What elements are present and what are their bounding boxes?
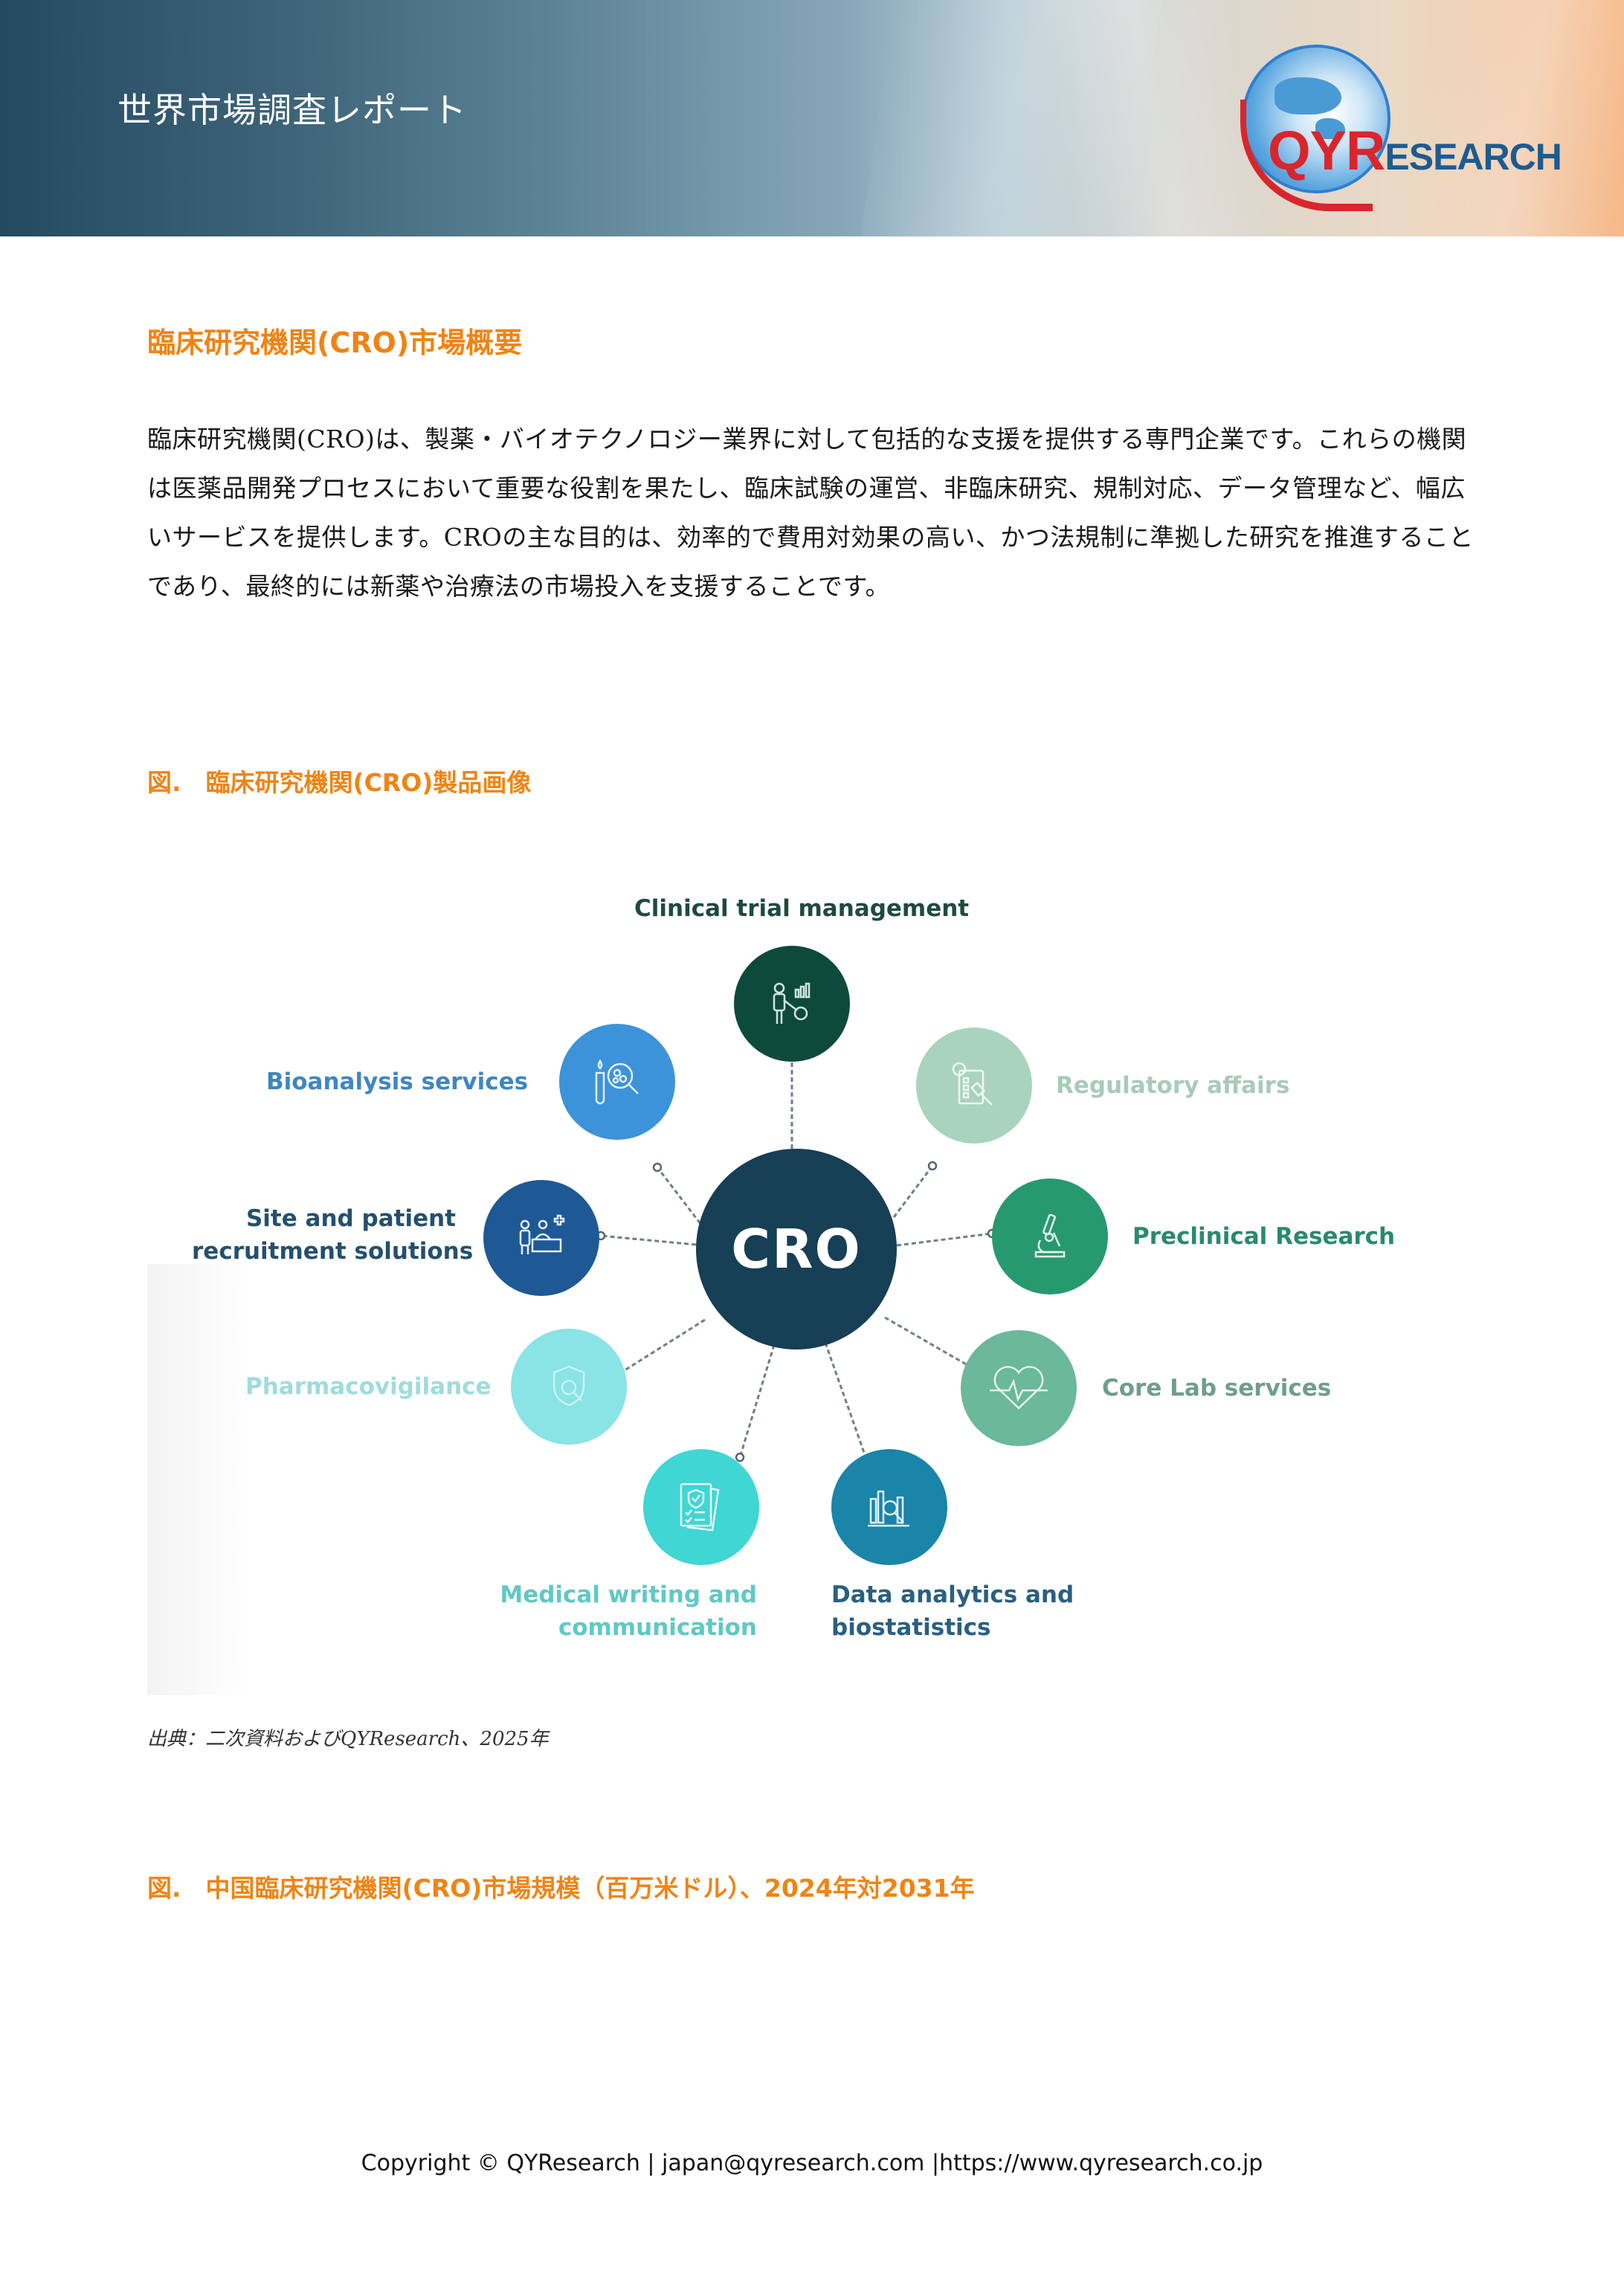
presenter-chart-icon (773, 982, 811, 1024)
node-medical-writing (643, 1449, 759, 1565)
node-site-patient (483, 1180, 599, 1296)
globe-icon (1240, 45, 1391, 211)
label-medical-writing: Medical writing and communication (500, 1581, 757, 1641)
figure1-title: 図. 臨床研究機関(CRO)製品画像 (147, 768, 532, 797)
node-core-lab (961, 1330, 1077, 1446)
test-tube-magnifier-icon (595, 1059, 639, 1105)
node-clinical-trial (734, 946, 850, 1062)
node-bioanalysis (559, 1024, 675, 1140)
microscope-icon (1034, 1213, 1066, 1258)
label-core-lab: Core Lab services (1102, 1375, 1332, 1402)
label-site-patient: Site and patient recruitment solutions (192, 1205, 474, 1265)
document-shield-icon (680, 1483, 720, 1532)
bar-chart-magnifier-icon (868, 1490, 909, 1527)
connector-lines (593, 1047, 997, 1466)
node-data-analytics (831, 1449, 947, 1565)
header-banner: 世界市場調査レポート QYRESEARCH (0, 0, 1624, 236)
report-title: 世界市場調査レポート (117, 90, 467, 130)
label-bioanalysis: Bioanalysis services (266, 1068, 529, 1095)
footer-copyright: Copyright © QYResearch | japan@qyresearc… (361, 2150, 1263, 2176)
cro-center-node: CRO (696, 1149, 897, 1349)
logo-wordmark: QYRESEARCH (1268, 120, 1562, 181)
figure1-source: 出典：二次資料およびQYResearch、2025年 (147, 1728, 549, 1750)
shield-search-icon (552, 1365, 585, 1407)
label-data-analytics: Data analytics and biostatistics (831, 1581, 1074, 1641)
label-clinical-trial: Clinical trial management (634, 895, 970, 922)
section-title: 臨床研究機関(CRO)市場概要 (147, 326, 523, 359)
patient-desk-icon (519, 1214, 565, 1254)
label-regulatory: Regulatory affairs (1056, 1072, 1290, 1099)
node-regulatory (916, 1028, 1032, 1144)
qyresearch-logo: QYRESEARCH (1234, 45, 1562, 211)
label-pharmacovigilance: Pharmacovigilance (245, 1373, 492, 1400)
node-pharmacovigilance (511, 1329, 627, 1445)
node-preclinical (992, 1178, 1108, 1294)
checklist-magnifier-icon (952, 1062, 993, 1106)
label-preclinical: Preclinical Research (1132, 1223, 1396, 1250)
cro-services-diagram: CRO Clinical trial management Bioanalysi… (147, 866, 1426, 1695)
cro-label: CRO (731, 1218, 862, 1280)
overview-paragraph: 臨床研究機関(CRO)は、製薬・バイオテクノロジー業界に対して包括的な支援を提供… (147, 425, 1474, 601)
heartbeat-icon (990, 1366, 1048, 1410)
figure2-title: 図. 中国臨床研究機関(CRO)市場規模（百万米ドル）、2024年対2031年 (147, 1874, 975, 1903)
